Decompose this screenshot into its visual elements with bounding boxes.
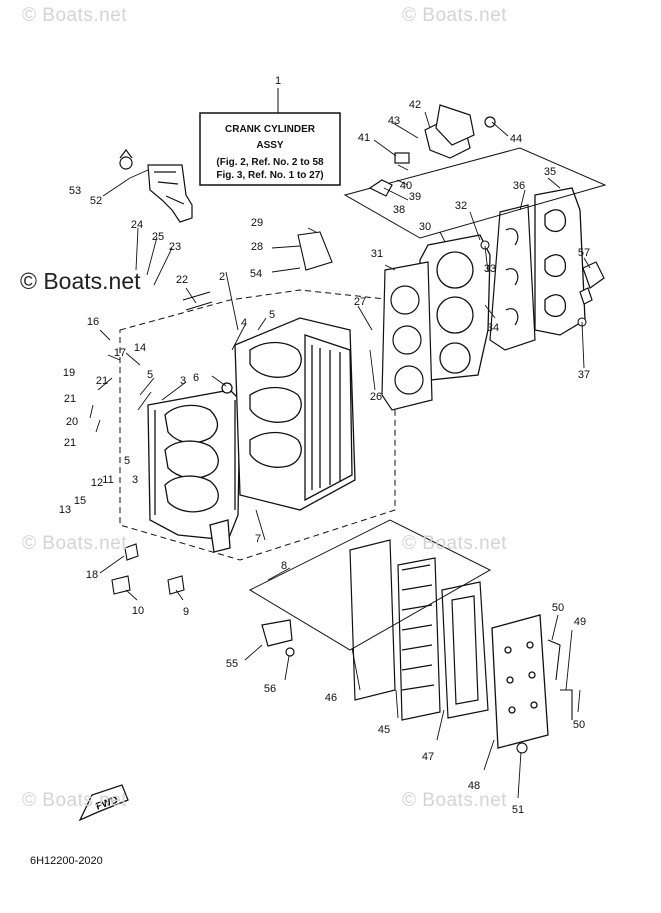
callout-11: 11 <box>102 474 113 486</box>
callout-10: 10 <box>132 605 144 617</box>
callout-6: 6 <box>193 372 199 384</box>
callout-21c: 21 <box>64 437 76 449</box>
callout-18: 18 <box>86 569 98 581</box>
callout-16: 16 <box>87 316 99 328</box>
callout-34: 34 <box>487 322 499 334</box>
callout-29: 29 <box>251 217 263 229</box>
callout-31: 31 <box>371 248 383 260</box>
fasteners <box>111 231 587 754</box>
callout-3b: 3 <box>132 474 138 486</box>
callout-50b: 50 <box>573 719 585 731</box>
cylinder-block <box>221 317 356 511</box>
callout-43: 43 <box>388 115 400 127</box>
callout-36: 36 <box>513 180 525 192</box>
watermark-top-right: © Boats.net <box>402 5 508 26</box>
callout-28: 28 <box>251 241 263 253</box>
callout-5b: 5 <box>147 369 153 381</box>
callout-21b: 21 <box>64 393 76 405</box>
callout-47: 47 <box>422 751 434 763</box>
callout-3: 3 <box>180 375 186 387</box>
title-line-3: (Fig. 2, Ref. No. 2 to 58 <box>216 157 324 168</box>
callout-19: 19 <box>63 367 75 379</box>
watermark-mid-right: © Boats.net <box>402 533 508 554</box>
callout-44: 44 <box>510 133 522 145</box>
callout-35: 35 <box>544 166 556 178</box>
callout-41: 41 <box>358 132 370 144</box>
watermark-bottom-right: © Boats.net <box>402 790 508 811</box>
callout-17: 17 <box>114 347 126 359</box>
callout-57: 57 <box>578 247 590 259</box>
callout-20: 20 <box>66 416 78 428</box>
callout-52: 52 <box>90 195 102 207</box>
callout-50: 50 <box>552 602 564 614</box>
watermark-main: © Boats.net <box>20 268 141 294</box>
callout-27: 27 <box>354 296 366 308</box>
spark-plug <box>579 261 605 305</box>
callout-12: 12 <box>91 477 103 489</box>
callout-46: 46 <box>325 692 337 704</box>
leader-lines <box>89 111 591 799</box>
callout-13: 13 <box>59 504 71 516</box>
callout-4: 4 <box>241 317 247 329</box>
anode-group-outline <box>343 147 607 239</box>
callout-26: 26 <box>370 391 382 403</box>
callout-48: 48 <box>468 780 480 792</box>
callout-9: 9 <box>183 606 189 618</box>
watermark-top-left: © Boats.net <box>22 5 128 26</box>
diagram-code: 6H12200-2020 <box>30 855 103 867</box>
callout-38: 38 <box>393 204 405 216</box>
callout-24: 24 <box>131 219 143 231</box>
exhaust-cover-inner <box>349 539 441 721</box>
callout-40: 40 <box>400 180 412 192</box>
title-box: CRANK CYLINDER ASSY (Fig. 2, Ref. No. 2 … <box>199 88 341 186</box>
callout-8: 8 <box>281 560 287 572</box>
callout-15: 15 <box>74 495 86 507</box>
callout-7: 7 <box>255 533 261 545</box>
exhaust-outer-cover <box>491 614 549 749</box>
callout-14: 14 <box>134 342 146 354</box>
callout-56: 56 <box>264 683 276 695</box>
cylinder-head <box>419 234 491 381</box>
crankcase-block <box>147 389 241 553</box>
callout-23: 23 <box>169 241 181 253</box>
title-line-4: Fig. 3, Ref. No. 1 to 27) <box>216 170 323 181</box>
callout-labels: 1 2 3 3 4 5 5 5 6 7 8 9 10 11 12 13 14 1… <box>59 75 590 816</box>
callout-49: 49 <box>574 616 586 628</box>
callout-37: 37 <box>578 369 590 381</box>
callout-39: 39 <box>409 191 421 203</box>
callout-22: 22 <box>176 274 188 286</box>
callout-1: 1 <box>275 75 281 87</box>
head-cover-plate <box>489 204 536 351</box>
callout-5c: 5 <box>124 455 130 467</box>
callout-42: 42 <box>409 99 421 111</box>
callout-2: 2 <box>219 271 225 283</box>
anode-parts <box>368 104 496 197</box>
title-line-2: ASSY <box>256 140 284 151</box>
callout-32: 32 <box>455 200 467 212</box>
callout-54: 54 <box>250 268 262 280</box>
callout-25: 25 <box>152 231 164 243</box>
bracket-part <box>119 149 193 223</box>
exhaust-cover-gasket <box>441 581 489 719</box>
callout-45: 45 <box>378 724 390 736</box>
callout-33: 33 <box>484 263 496 275</box>
title-line-1: CRANK CYLINDER <box>225 124 316 135</box>
head-gasket <box>381 261 433 411</box>
bracket-55-part <box>261 619 295 657</box>
callout-30: 30 <box>419 221 431 233</box>
callout-55: 55 <box>226 658 238 670</box>
callout-53: 53 <box>69 185 81 197</box>
exhaust-outline <box>248 519 492 651</box>
callout-21: 21 <box>96 375 108 387</box>
callout-5: 5 <box>269 309 275 321</box>
thermostat-cover <box>534 187 586 336</box>
watermark-bottom-left: © Boats.net <box>22 790 128 811</box>
watermark-mid-left: © Boats.net <box>22 533 128 554</box>
callout-51: 51 <box>512 804 524 816</box>
